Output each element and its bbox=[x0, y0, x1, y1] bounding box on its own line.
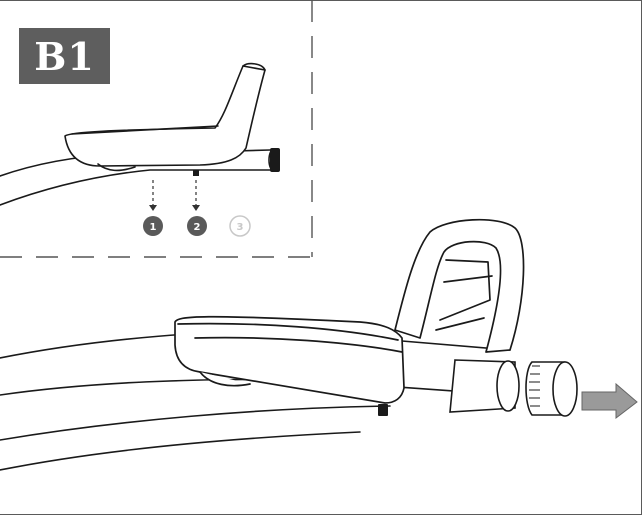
end-cap-knob bbox=[525, 361, 578, 417]
removal-arrow bbox=[581, 382, 638, 420]
step-label: B1 bbox=[34, 33, 95, 79]
step-badge: B1 bbox=[19, 28, 110, 84]
detail-inset-border bbox=[0, 0, 313, 258]
handlebar-seat bbox=[174, 218, 525, 416]
callout-1-label: 1 bbox=[150, 222, 157, 233]
tube-end bbox=[449, 359, 520, 413]
inset-seat-part bbox=[0, 62, 280, 206]
callout-2-label: 2 bbox=[194, 222, 201, 233]
callout-leaders bbox=[149, 180, 200, 211]
callout-3: 3 bbox=[229, 215, 251, 237]
callout-1: 1 bbox=[143, 216, 163, 236]
callout-3-label: 3 bbox=[237, 222, 244, 233]
callout-2: 2 bbox=[187, 216, 207, 236]
